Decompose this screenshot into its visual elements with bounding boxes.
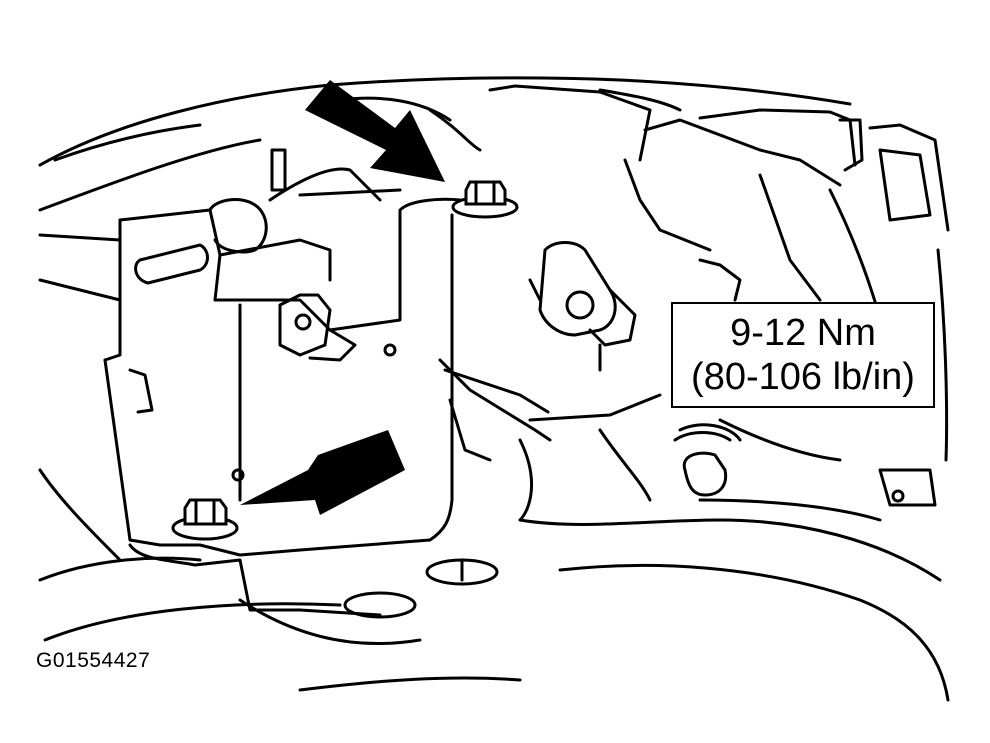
torque-metric: 9-12 Nm <box>730 312 876 354</box>
arrow-upper-icon <box>305 80 445 182</box>
linkage-arm <box>528 241 637 372</box>
torque-imperial: (80-106 lb/in) <box>691 356 915 398</box>
engine-background <box>38 76 950 702</box>
stud-fitting <box>673 431 732 497</box>
torque-spec-callout: 9-12 Nm (80-106 lb/in) <box>671 302 935 408</box>
lower-bolt <box>171 498 239 541</box>
mounting-bracket <box>38 148 462 617</box>
arrow-lower-icon <box>240 430 405 515</box>
figure-id: G01554427 <box>36 649 151 672</box>
upper-bolt <box>451 180 519 219</box>
